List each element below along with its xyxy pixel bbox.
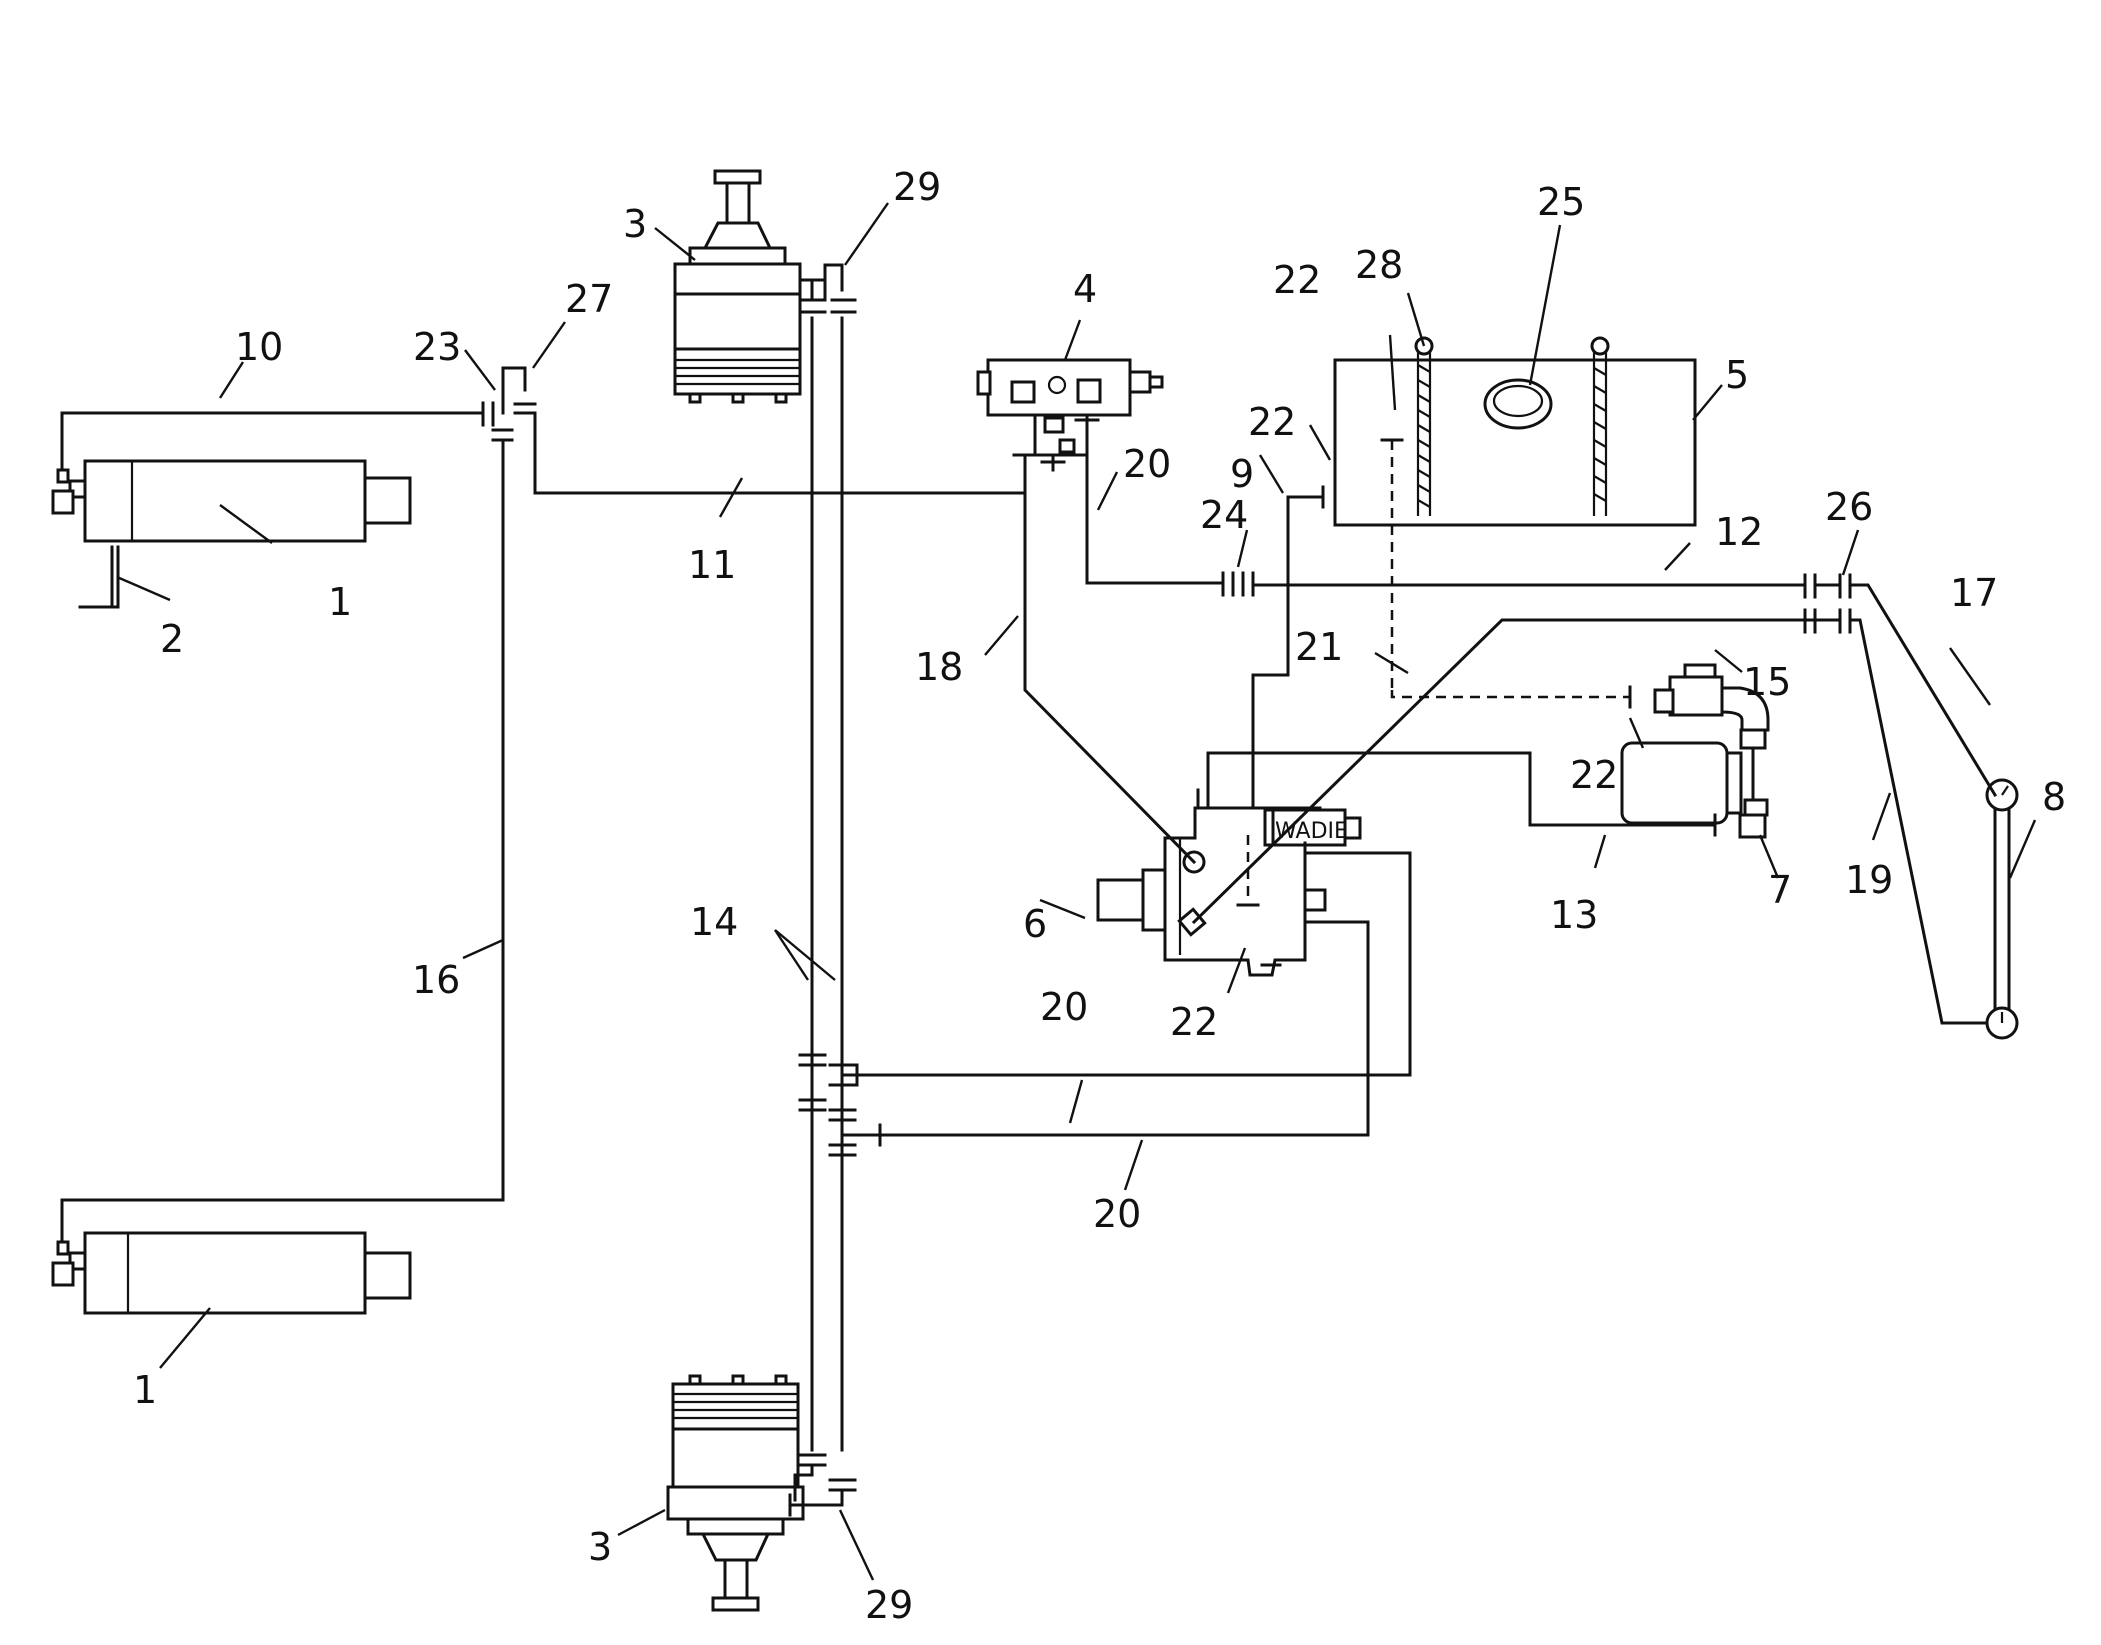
callout-3-lower: 3	[588, 1525, 612, 1569]
callout-9: 9	[1230, 452, 1254, 496]
callout-7: 7	[1768, 868, 1792, 912]
callout-20-bottom: 20	[1093, 1192, 1141, 1236]
callout-27: 27	[565, 277, 613, 321]
orbit-motor-upper	[673, 169, 802, 404]
callout-15: 15	[1743, 660, 1791, 704]
control-valve	[976, 358, 1164, 457]
callout-2: 2	[160, 617, 184, 661]
callout-18: 18	[915, 645, 963, 689]
callout-12: 12	[1715, 510, 1763, 554]
callout-1-lower: 1	[133, 1368, 157, 1412]
callout-5: 5	[1725, 353, 1749, 397]
callout-1-upper: 1	[328, 580, 352, 624]
leader-lines	[116, 202, 2037, 1581]
mounting-bracket	[78, 545, 120, 609]
callout-29-bottom: 29	[865, 1583, 913, 1627]
callout-22-pump: 22	[1170, 1000, 1218, 1044]
callout-23: 23	[413, 325, 461, 369]
sight-glass-hatching	[1593, 367, 1607, 502]
pipe-network	[60, 263, 1998, 1517]
callout-14: 14	[690, 900, 738, 944]
return-filter	[1620, 663, 1770, 839]
orbit-motor-lower	[666, 1374, 805, 1612]
callout-19: 19	[1845, 858, 1893, 902]
hydraulic-pump: WADIE	[1096, 806, 1362, 977]
pressure-indicator	[1985, 778, 2019, 1040]
callout-10: 10	[235, 325, 283, 369]
hydraulic-cylinder-upper	[51, 415, 412, 543]
callout-17: 17	[1950, 571, 1998, 615]
callout-20-top: 20	[1123, 442, 1171, 486]
level-gauge-hatching	[1417, 364, 1431, 508]
callout-22-tank-port: 22	[1248, 400, 1296, 444]
callout-24: 24	[1200, 493, 1248, 537]
callout-26: 26	[1825, 485, 1873, 529]
callout-labels: 1 2 1 3 3 4 5 6 7 8 9 10 11 12 13 14 15 …	[133, 165, 2066, 1627]
callout-20-mid: 20	[1040, 985, 1088, 1029]
callout-3-upper: 3	[623, 202, 647, 246]
callout-16: 16	[412, 958, 460, 1002]
hydraulic-cylinder-lower	[51, 1198, 412, 1315]
hydraulic-tank	[1333, 336, 1697, 690]
callout-29-top: 29	[893, 165, 941, 209]
callout-25: 25	[1537, 180, 1585, 224]
callout-22-filter: 22	[1570, 753, 1618, 797]
callout-8: 8	[2042, 775, 2066, 819]
callout-21: 21	[1295, 625, 1343, 669]
callout-28: 28	[1355, 243, 1403, 287]
callout-22-tank-dip: 22	[1273, 258, 1321, 302]
callout-11: 11	[688, 543, 736, 587]
callout-4: 4	[1073, 267, 1097, 311]
callout-13: 13	[1550, 893, 1598, 937]
callout-6: 6	[1023, 902, 1047, 946]
